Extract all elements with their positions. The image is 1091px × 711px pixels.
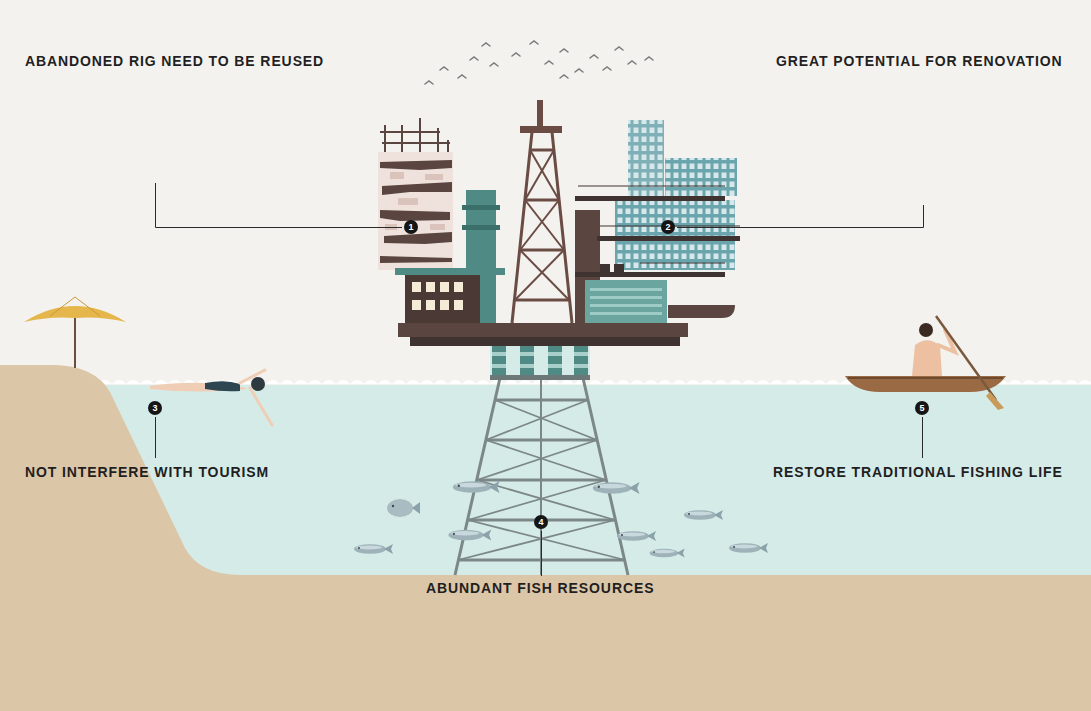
callout-number: 1 <box>404 220 418 234</box>
callout-number: 2 <box>661 220 675 234</box>
callout-label: ABANDONED RIG NEED TO BE REUSED <box>25 53 324 69</box>
callout-label: GREAT POTENTIAL FOR RENOVATION <box>776 53 1063 69</box>
callout-label: NOT INTERFERE WITH TOURISM <box>25 464 269 480</box>
callout-label: ABUNDANT FISH RESOURCES <box>426 580 654 596</box>
callout-number: 5 <box>915 401 929 415</box>
callout-number: 3 <box>148 401 162 415</box>
callout-number: 4 <box>534 515 548 529</box>
callout-label: RESTORE TRADITIONAL FISHING LIFE <box>773 464 1063 480</box>
